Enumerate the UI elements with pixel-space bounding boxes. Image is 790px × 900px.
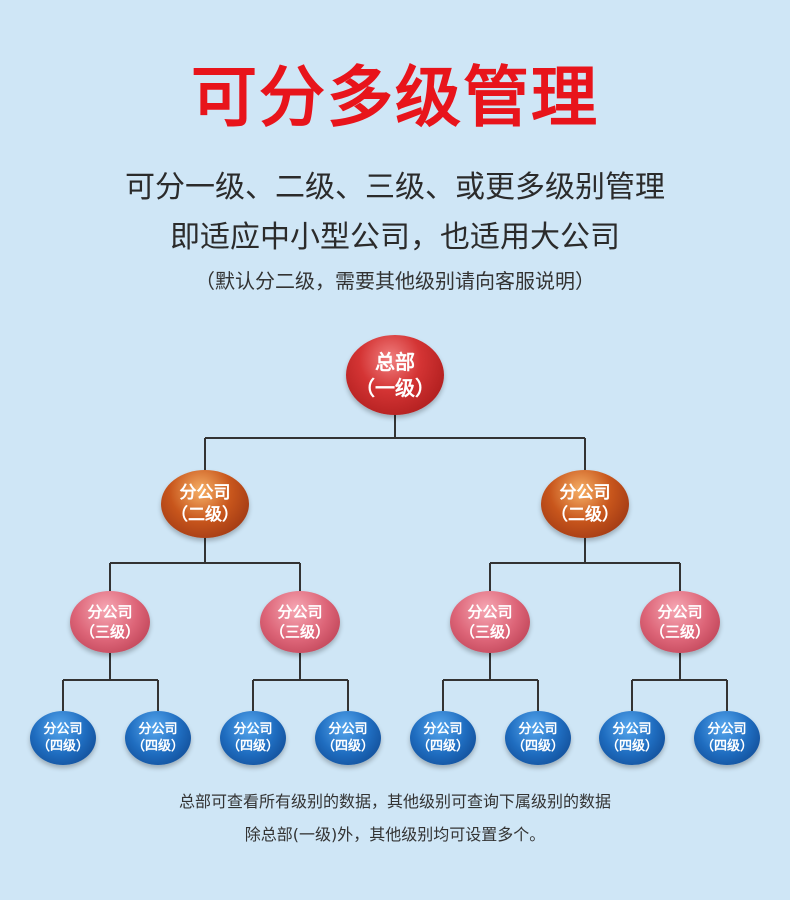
node-name: 分公司 xyxy=(518,722,558,737)
footer-line-1: 总部可查看所有级别的数据，其他级别可查询下属级别的数据 xyxy=(178,792,611,811)
node-branch-level4: 分公司 （四级） xyxy=(694,711,760,765)
node-branch-level3: 分公司 （三级） xyxy=(640,591,720,653)
node-level: （二级） xyxy=(551,505,619,525)
node-level: （四级） xyxy=(321,739,374,754)
node-level: （二级） xyxy=(171,505,239,525)
node-branch-level4: 分公司 （四级） xyxy=(410,711,476,765)
page-title: 可分多级管理 xyxy=(191,59,599,136)
node-branch-level4: 分公司 （四级） xyxy=(125,711,191,765)
node-branch-level3: 分公司 （三级） xyxy=(70,591,150,653)
node-branch-level3: 分公司 （三级） xyxy=(450,591,530,653)
footer-line-2: 除总部(一级)外，其他级别均可设置多个。 xyxy=(244,825,546,844)
default-note: （默认分二级，需要其他级别请向客服说明） xyxy=(195,269,595,293)
node-level: （四级） xyxy=(131,739,184,754)
node-branch-level3: 分公司 （三级） xyxy=(260,591,340,653)
node-level: （四级） xyxy=(36,739,89,754)
node-level: （一级） xyxy=(355,376,435,400)
node-level: （四级） xyxy=(416,739,469,754)
node-name: 分公司 xyxy=(707,722,747,737)
node-name: 总部 xyxy=(375,350,415,374)
node-branch-level2-right: 分公司 （二级） xyxy=(541,470,629,538)
node-name: 分公司 xyxy=(467,603,513,621)
node-branch-level4: 分公司 （四级） xyxy=(220,711,286,765)
node-name: 分公司 xyxy=(612,722,652,737)
node-headquarters: 总部 （一级） xyxy=(346,335,444,415)
node-name: 分公司 xyxy=(233,722,273,737)
subtitle-line-1: 可分一级、二级、三级、或更多级别管理 xyxy=(125,170,665,205)
node-name: 分公司 xyxy=(277,603,323,621)
subtitle-line-2: 即适应中小型公司，也适用大公司 xyxy=(170,220,620,255)
node-name: 分公司 xyxy=(423,722,463,737)
node-branch-level4: 分公司 （四级） xyxy=(30,711,96,765)
node-level: （三级） xyxy=(269,623,330,641)
node-branch-level4: 分公司 （四级） xyxy=(599,711,665,765)
node-name: 分公司 xyxy=(87,603,133,621)
node-branch-level4: 分公司 （四级） xyxy=(315,711,381,765)
node-name: 分公司 xyxy=(657,603,703,621)
node-level: （四级） xyxy=(226,739,279,754)
node-level: （四级） xyxy=(700,739,753,754)
node-name: 分公司 xyxy=(179,483,231,503)
node-level: （三级） xyxy=(459,623,520,641)
node-branch-level4: 分公司 （四级） xyxy=(505,711,571,765)
node-level: （三级） xyxy=(79,623,140,641)
node-name: 分公司 xyxy=(138,722,178,737)
node-level: （三级） xyxy=(649,623,710,641)
node-branch-level2-left: 分公司 （二级） xyxy=(161,470,249,538)
node-level: （四级） xyxy=(605,739,658,754)
node-level: （四级） xyxy=(511,739,564,754)
node-name: 分公司 xyxy=(559,483,611,503)
node-name: 分公司 xyxy=(43,722,83,737)
node-name: 分公司 xyxy=(328,722,368,737)
